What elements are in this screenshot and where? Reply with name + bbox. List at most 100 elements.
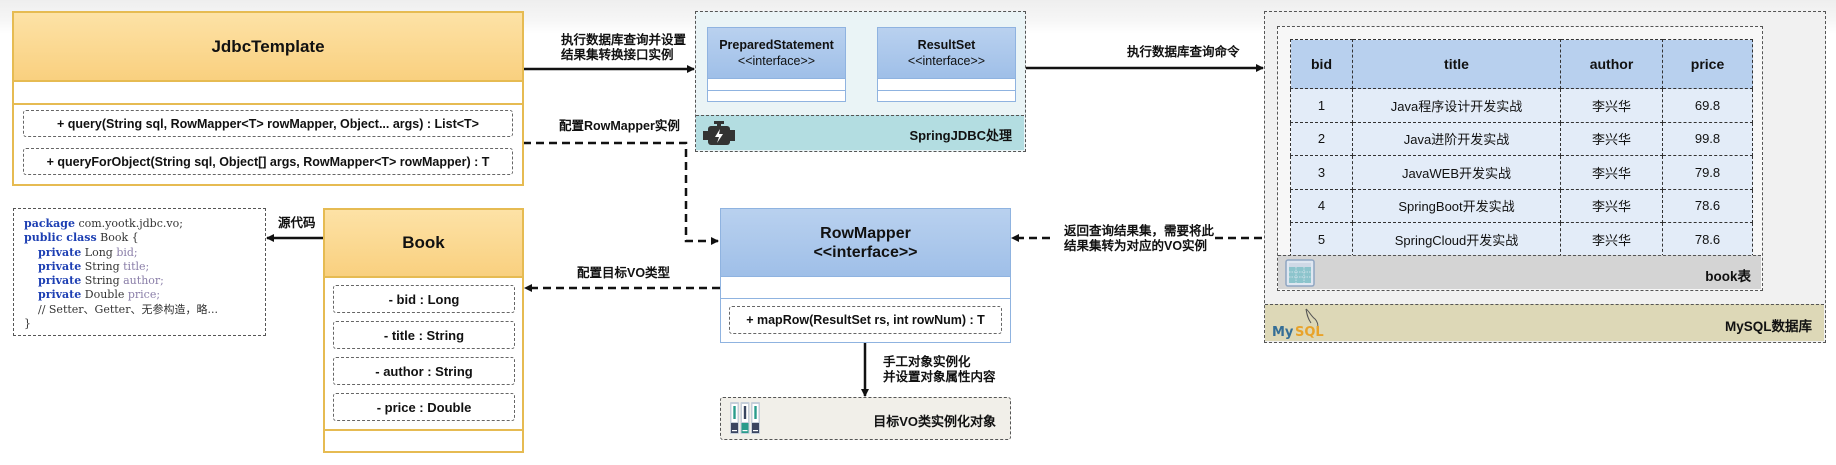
code-line: private String title; bbox=[24, 260, 218, 274]
arrow-jdbc-to-rowmapper bbox=[523, 141, 719, 245]
label-source-code: 源代码 bbox=[278, 216, 316, 230]
source-code-box: package com.yootk.jdbc.vo;public class B… bbox=[13, 208, 266, 336]
code-line: } bbox=[24, 317, 218, 331]
rowmapper-header: RowMapper <<interface>> bbox=[721, 209, 1010, 277]
jdbctemplate-method-query[interactable]: + query(String sql, RowMapper<T> rowMapp… bbox=[23, 110, 513, 137]
mysql-label: MySQL数据库 bbox=[1724, 319, 1812, 334]
code-field: author; bbox=[123, 274, 164, 288]
target-vo-label: 目标VO类实例化对象 bbox=[873, 414, 996, 429]
cell: 78.6 bbox=[1662, 222, 1753, 257]
cell: 99.8 bbox=[1662, 121, 1753, 156]
rowmapper-attributes bbox=[721, 277, 1010, 299]
code-keyword: private bbox=[38, 274, 82, 288]
jdbctemplate-attributes bbox=[14, 82, 522, 105]
rowmapper-name: RowMapper bbox=[820, 224, 911, 242]
resultset-interface[interactable]: ResultSet <<interface>> bbox=[877, 27, 1016, 102]
book-field-title[interactable]: - title : String bbox=[333, 321, 515, 349]
cell: SpringCloud开发实战 bbox=[1352, 222, 1561, 257]
mysql-logo-icon: My SQL bbox=[1271, 307, 1327, 346]
rowmapper-method-maprow[interactable]: + mapRow(ResultSet rs, int rowNum) : T bbox=[729, 306, 1002, 334]
book-field-author[interactable]: - author : String bbox=[333, 357, 515, 385]
column-header: title bbox=[1352, 39, 1561, 89]
cell: Java进阶开发实战 bbox=[1352, 121, 1561, 156]
code-text: Book { bbox=[96, 231, 139, 245]
mysql-container[interactable]: bid title author price 1 Java程序设计开发实战 李兴… bbox=[1264, 11, 1826, 343]
book-field-bid[interactable]: - bid : Long bbox=[333, 285, 515, 313]
label-config-rowmapper: 配置RowMapper实例 bbox=[559, 119, 680, 133]
book-table-footer: book表 bbox=[1278, 255, 1761, 289]
code-text: com.yootk.jdbc.vo; bbox=[74, 217, 183, 230]
jdbctemplate-title: JdbcTemplate bbox=[14, 13, 522, 82]
server-rack-icon bbox=[729, 401, 761, 440]
label-config-vo-type: 配置目标VO类型 bbox=[577, 266, 671, 280]
code-line: private Long bid; bbox=[24, 246, 218, 260]
table-icon bbox=[1285, 259, 1315, 292]
code-keyword: private bbox=[38, 259, 82, 273]
table-row: 5 SpringCloud开发实战 李兴华 78.6 bbox=[1290, 222, 1753, 257]
label-line-1: 手工对象实例化 bbox=[883, 355, 971, 369]
label-exec-command: 执行数据库查询命令 bbox=[1127, 45, 1240, 59]
engine-icon bbox=[702, 120, 736, 152]
code-line: private String author; bbox=[24, 274, 218, 288]
code-keyword: public class bbox=[24, 231, 97, 245]
table-header-row: bid title author price bbox=[1290, 39, 1753, 89]
code-text bbox=[24, 274, 38, 287]
code-text bbox=[24, 260, 38, 273]
cell: JavaWEB开发实战 bbox=[1352, 155, 1561, 190]
code-text: // Setter、Getter、无参构造，略... bbox=[24, 302, 218, 316]
book-class[interactable]: Book - bid : Long - title : String - aut… bbox=[323, 208, 524, 453]
code-line: // Setter、Getter、无参构造，略... bbox=[24, 303, 218, 317]
resultset-name: ResultSet bbox=[917, 38, 976, 52]
code-text: String bbox=[81, 274, 124, 288]
cell: SpringBoot开发实战 bbox=[1352, 188, 1561, 223]
code-keyword: package bbox=[24, 217, 75, 230]
cell: 李兴华 bbox=[1560, 88, 1663, 123]
preparedstatement-stereotype: <<interface>> bbox=[737, 54, 816, 68]
code-keyword: private bbox=[38, 288, 82, 302]
preparedstatement-header: PreparedStatement <<interface>> bbox=[708, 28, 845, 79]
label-line-2: 结果集转为对应的VO实例 bbox=[1064, 239, 1208, 253]
jdbctemplate-class[interactable]: JdbcTemplate + query(String sql, RowMapp… bbox=[12, 11, 524, 186]
cell: 1 bbox=[1290, 88, 1353, 123]
preparedstatement-name: PreparedStatement bbox=[719, 38, 834, 52]
cell: 78.6 bbox=[1662, 188, 1753, 223]
springjdbc-container[interactable]: PreparedStatement <<interface>> ResultSe… bbox=[695, 11, 1026, 152]
code-line: private Double price; bbox=[24, 288, 218, 302]
book-field-price[interactable]: - price : Double bbox=[333, 393, 515, 421]
label-manual-instantiate: 手工对象实例化 并设置对象属性内容 bbox=[883, 355, 996, 385]
cell: 69.8 bbox=[1662, 88, 1753, 123]
label-exec-query-set: 执行数据库查询并设置 结果集转换接口实例 bbox=[561, 33, 686, 63]
target-vo-box[interactable]: 目标VO类实例化对象 bbox=[720, 397, 1011, 440]
code-text: } bbox=[24, 317, 31, 331]
book-table-container[interactable]: bid title author price 1 Java程序设计开发实战 李兴… bbox=[1277, 26, 1763, 291]
preparedstatement-interface[interactable]: PreparedStatement <<interface>> bbox=[707, 27, 846, 102]
code-field: bid; bbox=[116, 245, 138, 259]
cell: 李兴华 bbox=[1560, 222, 1663, 257]
mysql-logo-sql: SQL bbox=[1295, 325, 1324, 340]
mysql-footer: My SQL MySQL数据库 bbox=[1265, 304, 1824, 341]
table-row: 2 Java进阶开发实战 李兴华 99.8 bbox=[1290, 121, 1753, 156]
cell: 4 bbox=[1290, 188, 1353, 223]
column-header: price bbox=[1662, 39, 1753, 89]
source-code: package com.yootk.jdbc.vo;public class B… bbox=[24, 217, 218, 331]
label-return-result: 返回查询结果集，需要将此 结果集转为对应的VO实例 bbox=[1064, 224, 1214, 254]
cell: 李兴华 bbox=[1560, 188, 1663, 223]
table-row: 3 JavaWEB开发实战 李兴华 79.8 bbox=[1290, 155, 1753, 190]
jdbctemplate-method-queryforobject[interactable]: + queryForObject(String sql, Object[] ar… bbox=[23, 148, 513, 175]
code-field: title; bbox=[123, 259, 150, 273]
cell: 2 bbox=[1290, 121, 1353, 156]
springjdbc-label: SpringJDBC处理 bbox=[909, 128, 1012, 143]
cell: Java程序设计开发实战 bbox=[1352, 88, 1561, 123]
label-line-1: 执行数据库查询并设置 bbox=[561, 33, 687, 47]
preparedstatement-attributes bbox=[708, 79, 845, 91]
mysql-logo-my: My bbox=[1272, 325, 1294, 340]
rowmapper-interface[interactable]: RowMapper <<interface>> + mapRow(ResultS… bbox=[720, 208, 1011, 343]
cell: 李兴华 bbox=[1560, 155, 1663, 190]
rowmapper-stereotype: <<interface>> bbox=[813, 243, 918, 261]
code-line: package com.yootk.jdbc.vo; bbox=[24, 217, 218, 231]
table-row: 4 SpringBoot开发实战 李兴华 78.6 bbox=[1290, 188, 1753, 223]
cell: 79.8 bbox=[1662, 155, 1753, 190]
resultset-attributes bbox=[878, 79, 1015, 91]
column-header: author bbox=[1560, 39, 1663, 89]
